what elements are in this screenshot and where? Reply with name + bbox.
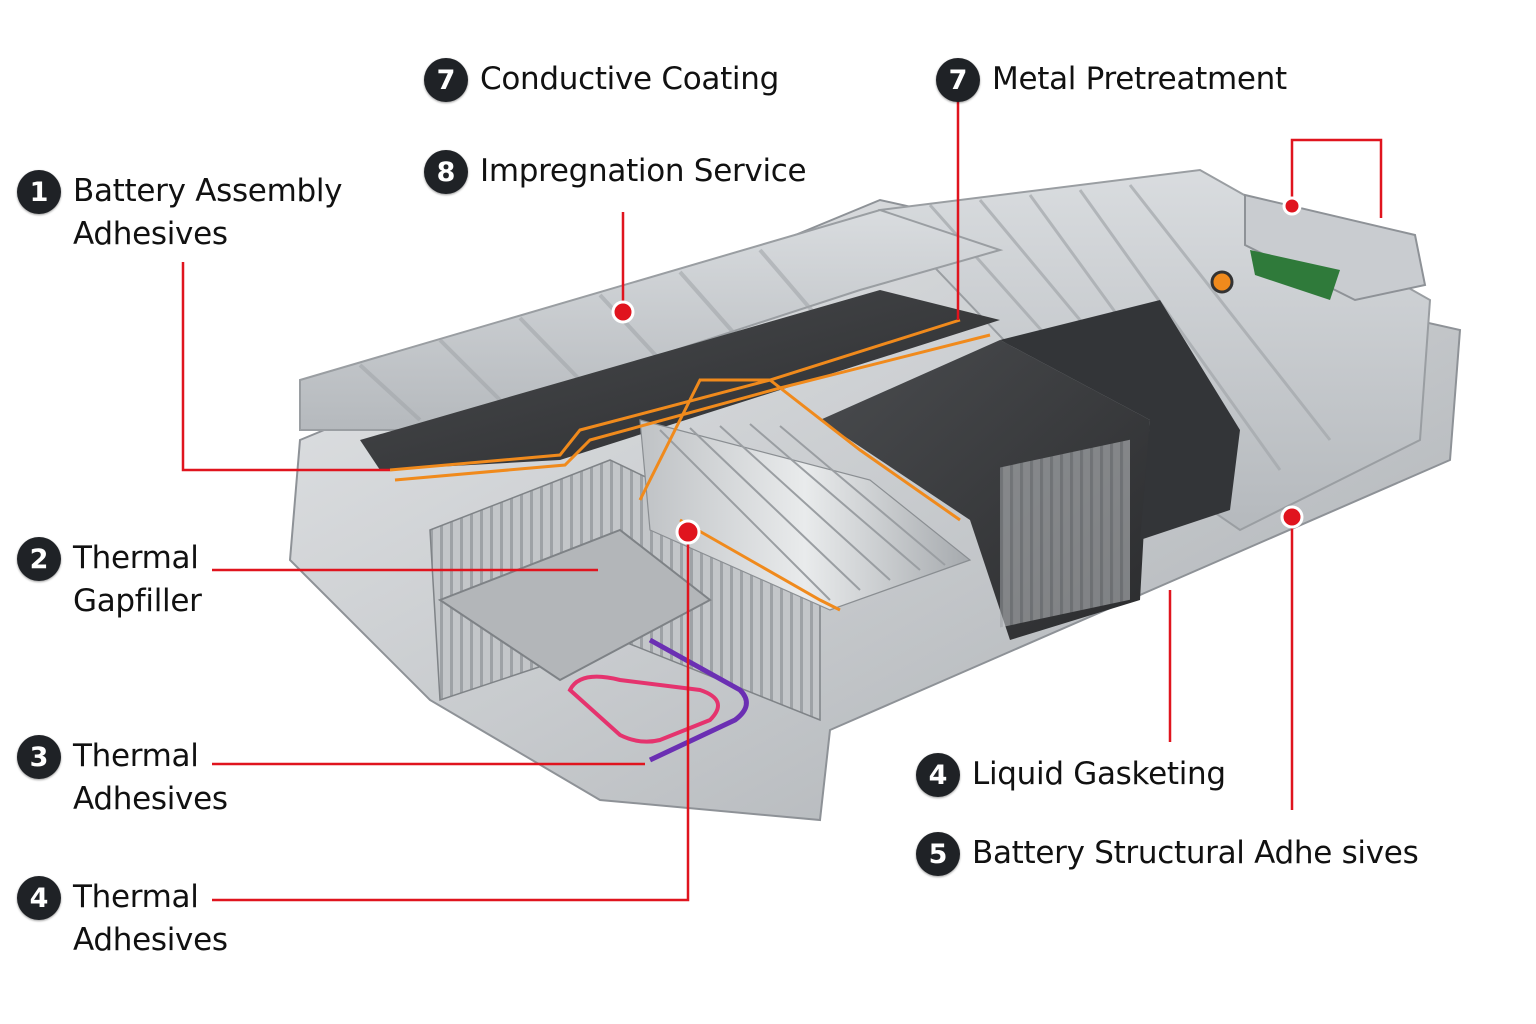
callout-impregnation-service: 8 Impregnation Service bbox=[424, 150, 807, 194]
thermal-gapfiller-plate bbox=[437, 528, 712, 682]
callout-number-badge: 8 bbox=[424, 150, 468, 194]
callout-text: Metal Pretreatment bbox=[992, 61, 1287, 97]
battery-module-top bbox=[360, 290, 1000, 470]
battery-cells bbox=[639, 419, 972, 611]
callout-text: Adhesives bbox=[73, 922, 228, 958]
callout-metal-pretreatment: 7 Metal Pretreatment bbox=[936, 58, 1287, 102]
callout-battery-structural-adhesives: 5 Battery Structural Adhe sives bbox=[916, 832, 1419, 876]
callout-dots bbox=[611, 196, 1304, 545]
callout-number-badge: 3 bbox=[17, 735, 61, 779]
leader-lines bbox=[181, 100, 1383, 902]
callout-dot-thermal-adhesive bbox=[675, 519, 701, 545]
leader-line-4a bbox=[212, 532, 690, 902]
callout-text: Thermal bbox=[73, 540, 199, 576]
leader-line-bms bbox=[1290, 138, 1383, 218]
callout-dot-structural bbox=[1280, 505, 1304, 529]
callout-text: Adhesives bbox=[73, 781, 228, 817]
callout-text: Impregnation Service bbox=[480, 153, 807, 189]
callout-text: Adhesives bbox=[73, 216, 228, 252]
callout-number-badge: 7 bbox=[936, 58, 980, 102]
callout-dot-bms bbox=[1282, 196, 1302, 216]
purple-gasket bbox=[648, 637, 749, 763]
callout-text: Conductive Coating bbox=[480, 61, 779, 97]
callout-conductive-coating: 7 Conductive Coating bbox=[424, 58, 779, 102]
callout-number-badge: 4 bbox=[916, 753, 960, 797]
callout-dot-impregnation bbox=[611, 300, 635, 324]
callout-text: Thermal bbox=[73, 738, 199, 774]
callout-liquid-gasketing: 4 Liquid Gasketing bbox=[916, 753, 1226, 797]
battery-module-right-2 bbox=[1000, 300, 1240, 540]
callout-number-badge: 2 bbox=[17, 537, 61, 581]
callout-number-badge: 1 bbox=[17, 170, 61, 214]
callout-number-badge: 5 bbox=[916, 832, 960, 876]
pink-gasket bbox=[567, 674, 720, 744]
callout-text: Thermal bbox=[73, 879, 199, 915]
callout-text: Battery Structural Adhe sives bbox=[972, 835, 1419, 871]
callout-text: Gapfiller bbox=[73, 583, 202, 619]
callout-text: Liquid Gasketing bbox=[972, 756, 1226, 792]
callout-number-badge: 7 bbox=[424, 58, 468, 102]
callout-text: Battery Assembly bbox=[73, 173, 343, 209]
orange-wiring bbox=[389, 318, 991, 612]
callout-number-badge: 4 bbox=[17, 876, 61, 920]
bms-module bbox=[1210, 193, 1427, 302]
leader-line-1 bbox=[181, 262, 390, 472]
